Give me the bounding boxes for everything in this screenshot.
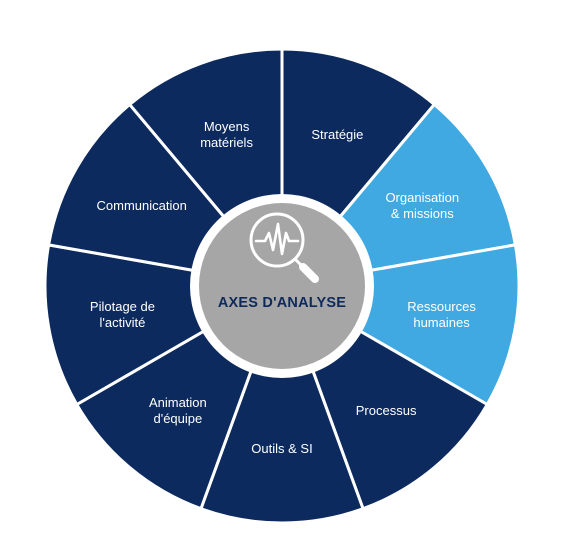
hub-disc [199,203,365,369]
segment-label-line: Stratégie [311,126,363,141]
segment-label-communication: Communication [97,198,187,213]
segment-label-line: l'activité [100,315,146,330]
center-title: AXES D'ANALYSE [218,295,346,311]
segment-label-line: Ressources [407,299,476,314]
segment-label-line: & missions [391,206,454,221]
wheel-segments [43,47,521,525]
segment-label-line: Moyens [204,118,250,133]
segment-label-line: Animation [149,395,207,410]
segment-label-organisation-missions: Organisation& missions [385,190,459,221]
segment-label-line: matériels [200,134,253,149]
segment-label-line: Organisation [385,190,459,205]
segment-label-processus: Processus [356,403,417,418]
segment-label-line: humaines [413,315,470,330]
segment-label-line: Outils & SI [251,441,312,456]
segment-label-strategie: Stratégie [311,126,363,141]
segment-label-line: Communication [97,198,187,213]
segment-label-line: d'équipe [153,411,202,426]
segment-label-outils-si: Outils & SI [251,441,312,456]
magnifier-pulse-icon [249,212,319,283]
segment-label-line: Processus [356,403,417,418]
segment-label-line: Pilotage de [90,299,155,314]
center-hub: AXES D'ANALYSE [190,194,374,378]
